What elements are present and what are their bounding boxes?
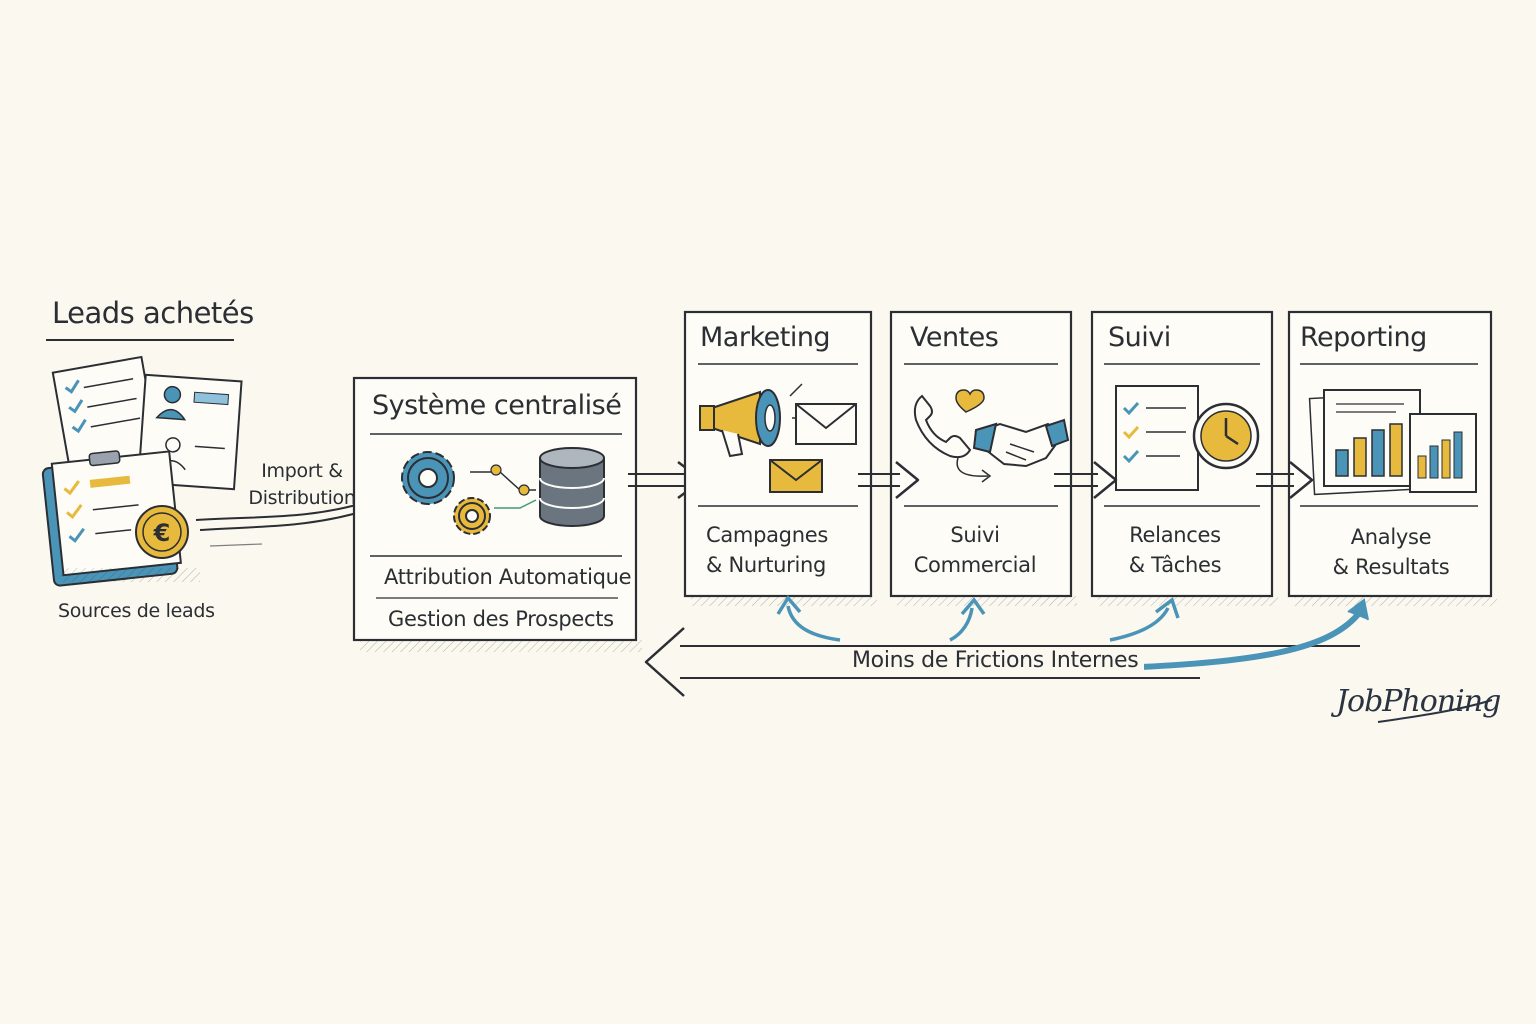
envelope-icon [769,403,857,493]
bar-chart-icon [1308,389,1477,496]
import-label-line-2: Distribution [248,487,356,509]
feedback-label: Moins de Frictions Internes [846,648,1145,673]
brand-underline [1377,699,1493,723]
database-icon [539,447,605,527]
gears-icon [401,451,537,535]
central-title: Système centralisé [372,390,622,421]
feedback-arrow [644,595,1369,697]
sources-title: Leads achetés [52,296,254,330]
clock-icon [1192,402,1260,470]
handshake-icon [972,418,1070,468]
heart-icon [955,389,985,413]
sources-caption: Sources de leads [58,600,215,622]
stage-caption-ventes-line-1: Suivi [950,523,1000,547]
arrow-ventes-to-suivi [1054,461,1118,499]
brand-logo: JobPhoning [1336,684,1501,719]
stage-caption-reporting-line-1: Analyse [1350,525,1432,549]
euro-coin-icon: € [135,505,189,559]
sources-shadow [60,568,200,582]
central-line-gestion: Gestion des Prospects [388,607,614,631]
arrow-suivi-to-reporting [1256,461,1314,499]
stage-caption-marketing-line-2: & Nurturing [706,553,827,577]
stage-caption-suivi-line-2: & Tâches [1128,553,1222,577]
import-label-line-1: Import & [261,460,343,482]
central-system-box [352,376,642,652]
stage-caption-ventes-line-2: Commercial [913,553,1037,577]
phone-icon [913,394,992,483]
stage-title-marketing: Marketing [700,322,831,353]
svg-text:€: € [153,519,171,547]
stage-caption-ventes: Suivi Commercial [900,520,1050,580]
arrow-marketing-to-ventes [858,461,920,499]
stage-box-marketing [683,310,877,606]
stage-title-reporting: Reporting [1300,322,1427,353]
stage-caption-suivi: Relances & Tâches [1100,520,1250,580]
stage-caption-reporting-line-2: & Resultats [1332,555,1450,579]
central-line-attribution: Attribution Automatique [384,565,632,589]
sources-illustration: € [41,339,243,587]
megaphone-icon [699,383,806,458]
stage-caption-marketing-line-1: Campagnes [706,523,828,547]
stage-caption-reporting: Analyse & Resultats [1306,522,1476,582]
stage-title-suivi: Suivi [1108,322,1171,353]
stage-title-ventes: Ventes [910,322,999,353]
stage-caption-marketing: Campagnes & Nurturing [706,520,828,580]
stage-caption-suivi-line-1: Relances [1129,523,1221,547]
import-label: Import & Distribution [240,458,364,512]
checklist-icon [1115,385,1199,491]
